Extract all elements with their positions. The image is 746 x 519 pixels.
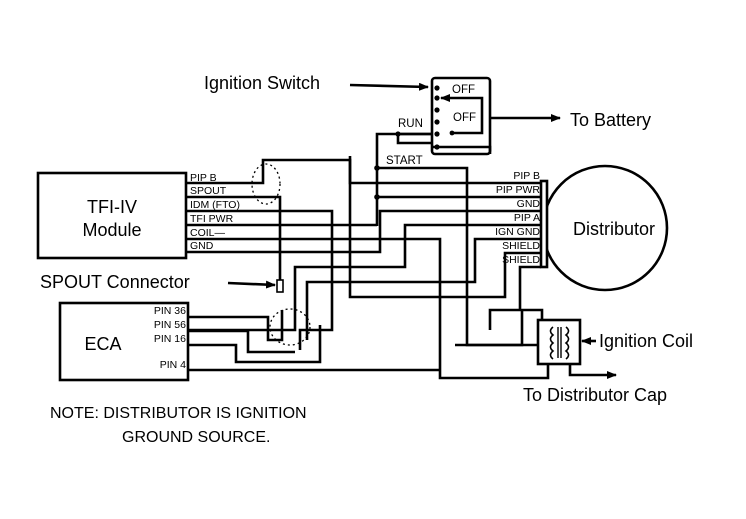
- dist-pin-gnd: GND: [517, 198, 541, 210]
- coil-secondary-winding: [564, 326, 570, 360]
- dist-pin-pip-pwr: PIP PWR: [496, 184, 541, 196]
- tfi-pin-spout: SPOUT: [190, 185, 227, 197]
- switch-contact: [434, 131, 440, 137]
- tfi-pin-idm: IDM (FTO): [190, 199, 240, 211]
- switch-off-top-label: OFF: [452, 84, 475, 96]
- ignition-coil-label: Ignition Coil: [599, 331, 693, 351]
- wire-coil-feed: [455, 308, 544, 347]
- eca-module: [58, 301, 190, 382]
- dist-pin-ign-gnd: IGN GND: [495, 226, 540, 238]
- dist-pin-shield-1: SHIELD: [502, 240, 540, 252]
- switch-internal-link: [441, 96, 484, 135]
- note-line-1: NOTE: DISTRIBUTOR IS IGNITION: [50, 405, 307, 422]
- distributor-connector: [539, 179, 549, 269]
- spout-connector: [276, 279, 284, 293]
- dist-pin-shield-2: SHIELD: [502, 254, 540, 266]
- dist-pin-pip-a: PIP A: [514, 212, 540, 224]
- ignition-coil: [536, 318, 582, 366]
- spout-connector-label: SPOUT Connector: [40, 272, 190, 292]
- coil-output-wire: [568, 364, 617, 379]
- wire-eca-pin16: [188, 325, 322, 364]
- note-line-2: GROUND SOURCE.: [122, 429, 270, 446]
- wire-pip-a: [188, 223, 541, 332]
- tfi-pin-coil: COIL—: [190, 227, 226, 239]
- tfi-pin-tfi-pwr: TFI PWR: [190, 213, 234, 225]
- eca-pin-16: PIN 16: [154, 333, 186, 345]
- tfi-iv-module: [36, 171, 188, 260]
- tfi-pin-pip-b: PIP B: [190, 172, 217, 184]
- switch-contact: [434, 107, 440, 113]
- switch-contact: [449, 130, 455, 136]
- eca-pin-4: PIN 4: [160, 359, 186, 371]
- spout-connector-pointer: [227, 280, 276, 289]
- switch-run-label: RUN: [398, 118, 423, 130]
- ignition-coil-body: [536, 318, 582, 366]
- start-output: [433, 145, 492, 154]
- switch-contact: [434, 95, 440, 101]
- eca-pin-36: PIN 36: [154, 305, 186, 317]
- wire-eca-pin56: [188, 329, 295, 354]
- wire-eca-pin36: [188, 310, 284, 342]
- wire-spout: [186, 195, 282, 290]
- switch-contact: [434, 119, 440, 125]
- to-distributor-cap-label: To Distributor Cap: [523, 385, 667, 405]
- dist-pin-pip-b: PIP B: [513, 170, 540, 182]
- shield-marker: [269, 308, 311, 346]
- wire-shield-2: [488, 265, 541, 330]
- switch-off-mid-label: OFF: [453, 112, 476, 124]
- eca-pin-labels: PIN 36 PIN 56 PIN 16 PIN 4: [154, 305, 186, 371]
- coil-primary-winding: [549, 326, 555, 360]
- eca-pin-56: PIN 56: [154, 319, 186, 331]
- shield-marker: [251, 163, 281, 205]
- wire-idm: [186, 209, 334, 350]
- wire-pip-b: [186, 158, 541, 185]
- distributor-pin-labels: PIP B PIP PWR GND PIP A IGN GND SHIELD S…: [495, 170, 540, 266]
- switch-start-label: START: [386, 155, 423, 167]
- wire-gnd: [186, 209, 541, 254]
- tfi-pin-labels: PIP B SPOUT IDM (FTO) TFI PWR COIL— GND: [190, 172, 240, 252]
- tfi-module-label-2: Module: [82, 220, 141, 240]
- wire-shield-1: [348, 156, 541, 299]
- wires: [186, 156, 550, 380]
- junction-dot: [374, 194, 380, 200]
- wire-ign-gnd: [305, 237, 541, 340]
- start-jumper-wire: [396, 132, 433, 145]
- tfi-module-label-1: TFI-IV: [87, 197, 137, 217]
- switch-contact: [434, 85, 440, 91]
- ignition-switch-pointer: [349, 82, 429, 91]
- tfi-pin-gnd: GND: [190, 240, 214, 252]
- ignition-switch-label: Ignition Switch: [204, 73, 320, 93]
- distributor-label: Distributor: [573, 219, 655, 239]
- to-battery-label: To Battery: [570, 110, 651, 130]
- wire-coil-neg: [186, 237, 550, 380]
- eca-label: ECA: [84, 334, 121, 354]
